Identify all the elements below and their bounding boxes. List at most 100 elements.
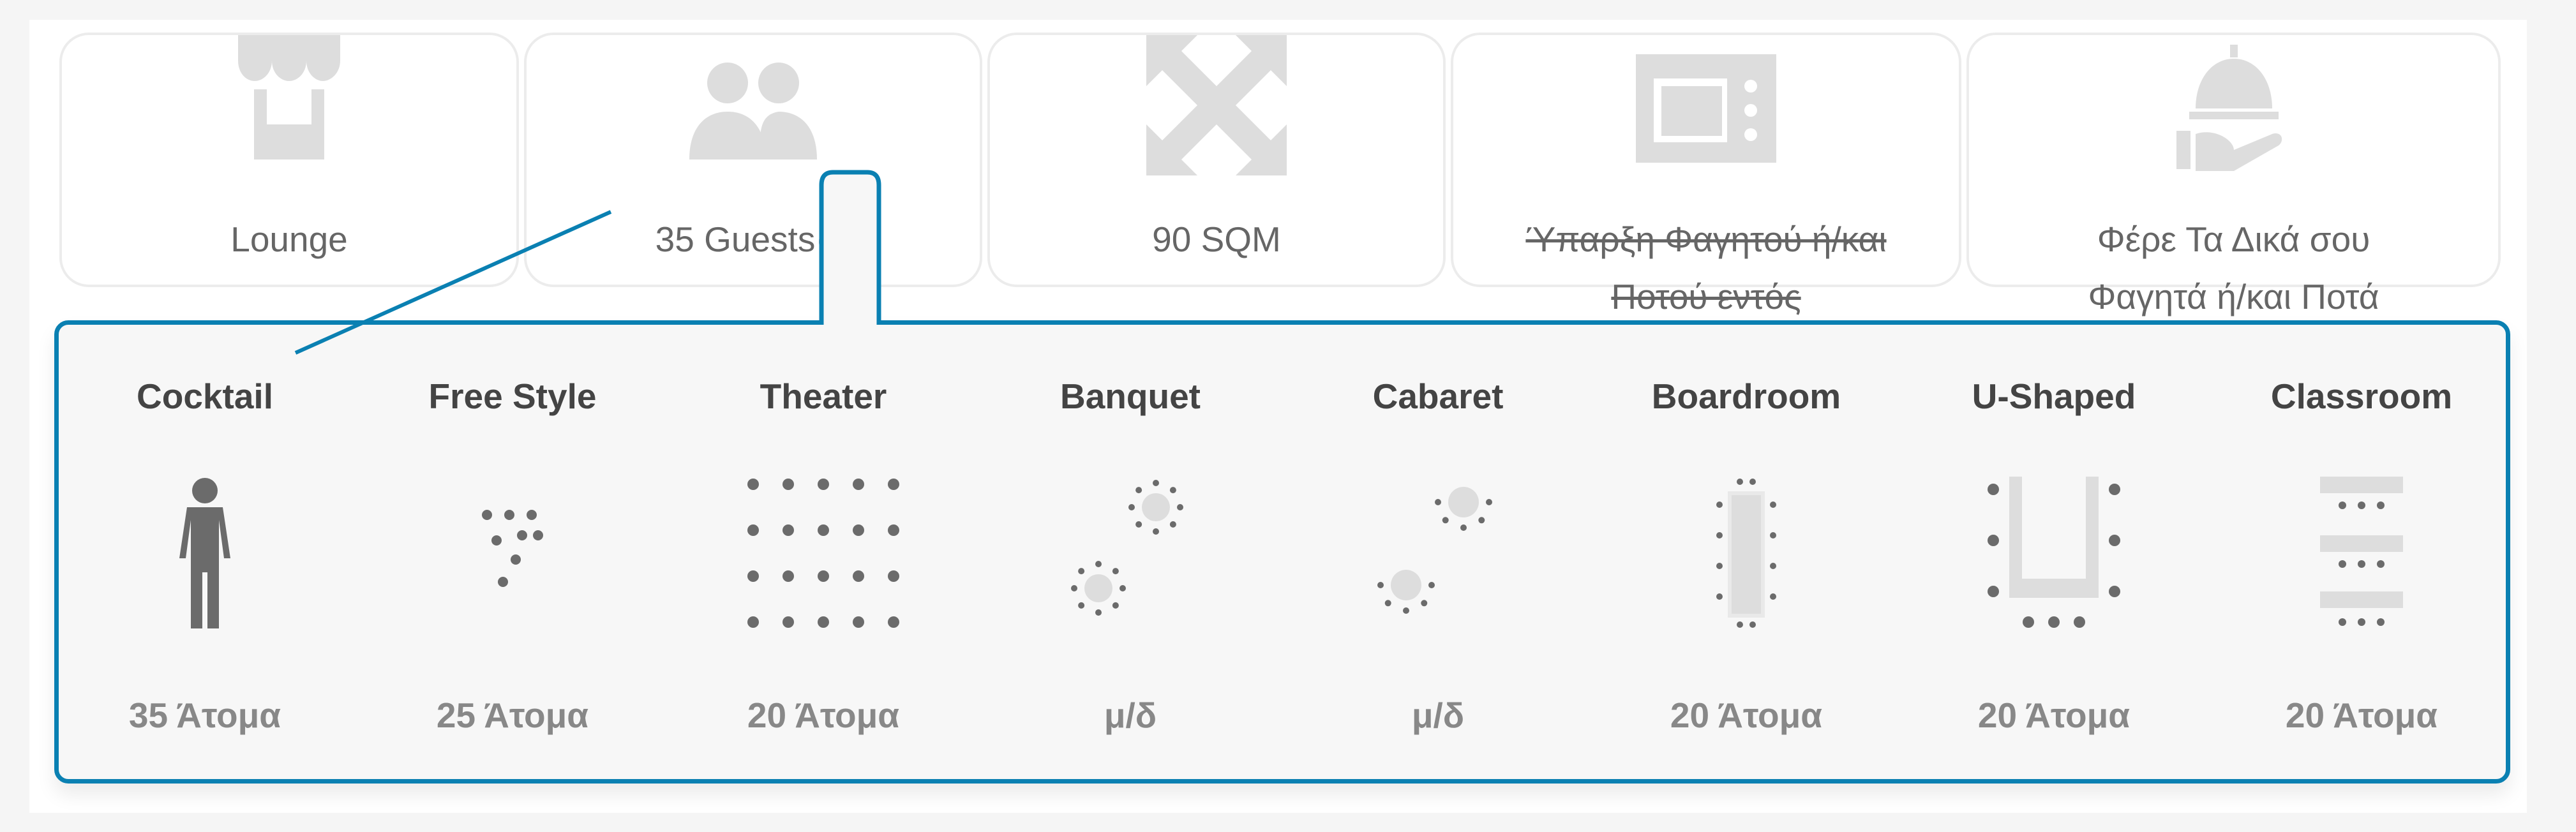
- layout-name: Classroom: [2270, 376, 2453, 416]
- seat-dot: [888, 524, 899, 536]
- layout-name: Cocktail: [137, 376, 273, 416]
- seat-dot: [1128, 504, 1135, 510]
- seat-dot: [1135, 487, 1142, 494]
- info-icon[interactable]: i: [819, 226, 851, 258]
- layout-capacity: μ/δ: [1104, 695, 1157, 735]
- feature-label-line: Ποτού εντός: [1611, 277, 1801, 316]
- seat-dot: [1442, 517, 1449, 524]
- standing-person-icon: [179, 478, 230, 628]
- seat-dot: [1428, 582, 1435, 588]
- seat-dot: [783, 479, 794, 490]
- seat-dot: [1071, 585, 1077, 591]
- layout-capacity: 20 Άτομα: [1977, 695, 2130, 735]
- seat-dot: [1135, 521, 1142, 528]
- layout-name: U-Shaped: [1972, 376, 2136, 416]
- layout-theater: Theater 20 Άτομα: [677, 325, 970, 779]
- layout-banquet: Banquet μ/δ: [984, 325, 1277, 779]
- seat-dot: [853, 616, 864, 628]
- seat-dot: [747, 616, 759, 628]
- seat-dot: [1078, 602, 1085, 609]
- seat-dot: [888, 479, 899, 490]
- banquet-tables-icon: [1071, 480, 1183, 616]
- seat-dot: [1377, 582, 1384, 588]
- layout-cabaret: Cabaret μ/δ: [1291, 325, 1585, 779]
- seat-dot: [1403, 607, 1409, 614]
- feature-card-lounge: Lounge: [59, 33, 519, 287]
- seat-dot: [1435, 499, 1441, 505]
- table: [1448, 487, 1479, 517]
- layout-u-shaped: U-Shaped 20 Άτομα: [1907, 325, 2201, 779]
- storefront-icon: [238, 35, 340, 160]
- seat-dot: [1169, 521, 1176, 528]
- microwave-icon: [1636, 54, 1776, 163]
- serving-cloche-icon: [2176, 45, 2282, 171]
- seat-dot: [1421, 600, 1428, 607]
- seat-dot: [1095, 561, 1102, 567]
- feature-label-line: Ύπαρξη Φαγητού ή/και: [1525, 219, 1887, 259]
- seat-dot: [888, 570, 899, 582]
- feature-label-line: Φαγητά ή/και Ποτά: [2088, 277, 2379, 316]
- layout-capacity: 20 Άτομα: [1670, 695, 1823, 735]
- seat-dot: [1169, 487, 1176, 494]
- seat-dot: [1112, 568, 1119, 575]
- classroom-rows-icon: [2320, 477, 2403, 626]
- layout-cocktail: Cocktail 35 Άτομα: [58, 325, 352, 779]
- seat-dot: [1486, 499, 1492, 505]
- free-style-dots-icon: [482, 510, 543, 587]
- layout-free-style: Free Style 25 Άτομα: [366, 325, 659, 779]
- table: [1084, 574, 1112, 602]
- seat-dot: [1153, 528, 1159, 535]
- seat-dot: [818, 570, 829, 582]
- seat-dot: [818, 524, 829, 536]
- layout-capacity: μ/δ: [1411, 695, 1465, 735]
- seat-dot: [1112, 602, 1119, 609]
- layout-name: Theater: [760, 376, 887, 416]
- seat-dot: [1177, 504, 1183, 510]
- seat-dot: [1153, 480, 1159, 486]
- seat-dot: [1478, 517, 1485, 524]
- feature-label: 90 SQM: [1152, 219, 1281, 259]
- seat-dot: [783, 616, 794, 628]
- layout-boardroom: Boardroom 20 Άτομα: [1599, 325, 1893, 779]
- seat-dot: [747, 524, 759, 536]
- layout-name: Banquet: [1060, 376, 1201, 416]
- seat-dot: [1078, 568, 1085, 575]
- seat-dot: [783, 570, 794, 582]
- theater-rows-icon: [747, 479, 899, 628]
- seat-dot: [818, 479, 829, 490]
- layout-name: Cabaret: [1372, 376, 1504, 416]
- layout-capacity: 20 Άτομα: [2285, 695, 2438, 735]
- seat-dot: [1120, 585, 1126, 591]
- seat-dot: [747, 479, 759, 490]
- layout-capacity: 20 Άτομα: [747, 695, 900, 735]
- seat-dot: [783, 524, 794, 536]
- expand-arrows-icon: [1146, 35, 1287, 175]
- cabaret-tables-icon: [1377, 487, 1492, 614]
- seating-layouts-popover: Cocktail 35 Άτομα Free Style 25 Άτομα Th…: [54, 320, 2510, 784]
- seat-dot: [1460, 524, 1467, 531]
- layout-capacity: 35 Άτομα: [128, 695, 281, 735]
- layout-classroom: Classroom 20 Άτομα: [2215, 325, 2508, 779]
- table: [1142, 493, 1170, 521]
- seat-dot: [853, 524, 864, 536]
- feature-label: 35 Guests: [655, 219, 816, 259]
- seat-dot: [747, 570, 759, 582]
- seat-dot: [818, 616, 829, 628]
- table: [1391, 570, 1421, 600]
- feature-card-area: 90 SQM: [987, 33, 1446, 287]
- layout-name: Free Style: [428, 376, 597, 416]
- people-icon: [689, 63, 817, 160]
- seat-dot: [1384, 600, 1391, 607]
- seat-dot: [853, 479, 864, 490]
- seat-dot: [853, 570, 864, 582]
- u-shaped-table-icon: [1988, 477, 2120, 628]
- seat-dot: [888, 616, 899, 628]
- layout-name: Boardroom: [1651, 376, 1841, 416]
- feature-label: Lounge: [230, 219, 348, 259]
- layout-capacity: 25 Άτομα: [436, 695, 589, 735]
- seat-dot: [1095, 609, 1102, 616]
- feature-label-line: Φέρε Τα Δικά σου: [2097, 219, 2370, 259]
